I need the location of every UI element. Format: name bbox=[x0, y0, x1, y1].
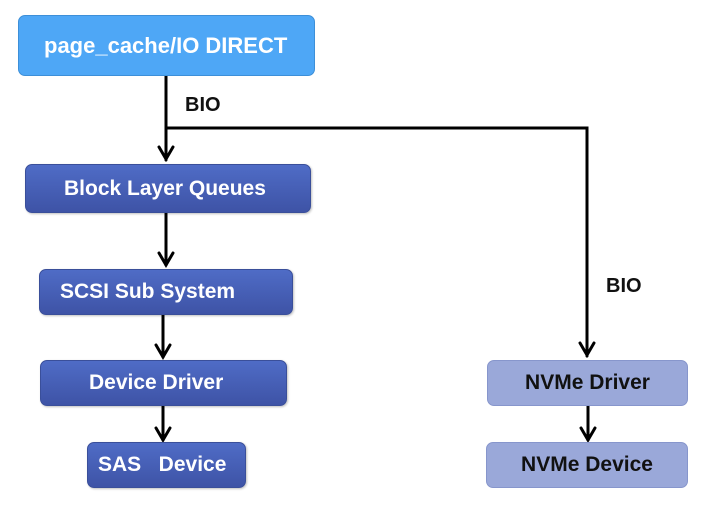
node-scsi-sub-system: SCSI Sub System bbox=[39, 269, 293, 315]
node-label: SAS Device bbox=[98, 453, 227, 476]
node-page-cache: page_cache/IO DIRECT bbox=[18, 15, 315, 76]
node-label: NVMe Device bbox=[521, 453, 653, 476]
arrowhead-icon bbox=[157, 145, 175, 162]
node-label: SCSI Sub System bbox=[60, 280, 236, 303]
node-sas-device: SAS Device bbox=[87, 442, 246, 488]
node-device-driver: Device Driver bbox=[40, 360, 287, 406]
arrowhead-icon bbox=[578, 341, 596, 358]
node-label: Block Layer Queues bbox=[64, 176, 266, 200]
edge-label-bio-left: BIO bbox=[185, 94, 221, 116]
edge-label-bio-right: BIO bbox=[606, 275, 642, 297]
arrowhead-icon bbox=[154, 343, 172, 360]
arrowhead-icon bbox=[157, 251, 175, 268]
node-label: page_cache/IO DIRECT bbox=[44, 32, 288, 58]
node-nvme-device: NVMe Device bbox=[486, 442, 688, 488]
node-block-layer-queues: Block Layer Queues bbox=[25, 164, 311, 213]
edge-pagecache-to-nvme-driver bbox=[165, 126, 589, 358]
node-label: Device Driver bbox=[89, 371, 224, 394]
node-nvme-driver: NVMe Driver bbox=[487, 360, 688, 406]
arrowhead-icon bbox=[154, 426, 172, 443]
arrowhead-icon bbox=[579, 426, 597, 443]
node-label: NVMe Driver bbox=[525, 371, 650, 394]
